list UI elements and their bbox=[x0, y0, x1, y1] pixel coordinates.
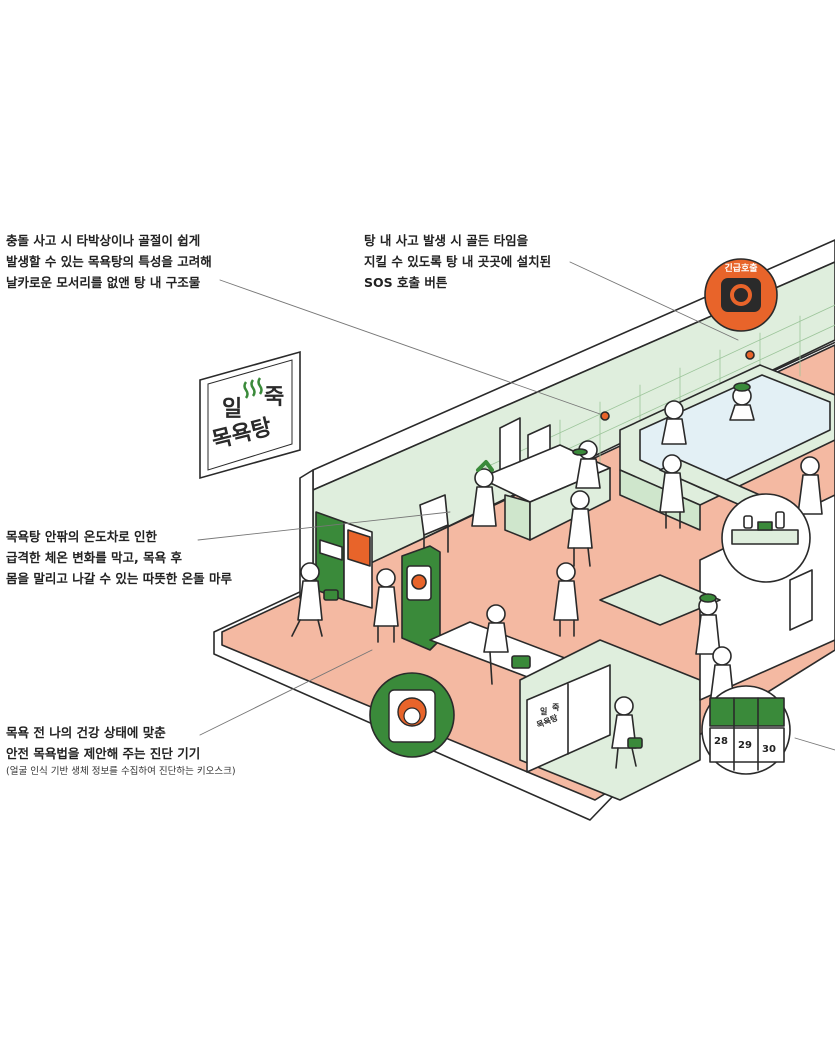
person bbox=[695, 596, 721, 655]
right-room-door bbox=[789, 569, 813, 631]
callout-line: 급격한 체온 변화를 막고, 목욕 후 bbox=[6, 550, 183, 565]
leader-lines bbox=[197, 261, 835, 751]
sos-badge-label: 긴급호출 bbox=[724, 262, 757, 274]
people bbox=[291, 386, 823, 769]
callout-line: 목욕탕 안팎의 온도차로 인한 bbox=[6, 529, 158, 544]
person bbox=[471, 468, 497, 527]
bathhouse-sign: 일 죽 목욕탕 bbox=[199, 350, 301, 480]
person bbox=[659, 454, 685, 529]
callout-subnote: (얼굴 인식 기반 생체 정보를 수집하여 진단하는 키오스크) bbox=[6, 766, 236, 777]
callout-line: 지킬 수 있도록 탕 내 곳곳에 설치된 bbox=[364, 254, 552, 269]
callout-line: 몸을 말리고 나갈 수 있는 따뜻한 온돌 마루 bbox=[6, 571, 232, 586]
callout-health-kiosk: 목욕 전 나의 건강 상태에 맞춘 안전 목욕법을 제안해 주는 진단 기기 (… bbox=[6, 722, 236, 780]
callout-line: 발생할 수 있는 목욕탕의 특성을 고려해 bbox=[6, 254, 212, 269]
callout-line: 목욕 전 나의 건강 상태에 맞춘 bbox=[6, 725, 166, 740]
locker-number: 29 bbox=[738, 740, 752, 751]
steam-icon bbox=[243, 377, 263, 399]
door-sign-top-right: 죽 bbox=[552, 703, 560, 712]
person bbox=[553, 562, 579, 637]
person bbox=[483, 604, 509, 685]
door-sign-top: 일 bbox=[540, 706, 547, 716]
entrance-locker bbox=[319, 539, 343, 561]
callout-line: SOS 호출 버튼 bbox=[364, 275, 448, 290]
callout-line: 날카로운 모서리를 없앤 탕 내 구조물 bbox=[6, 275, 201, 290]
person bbox=[575, 440, 601, 489]
person bbox=[291, 562, 323, 637]
callout-corner-structures: 충돌 사고 시 타박상이나 골절이 쉽게 발생할 수 있는 목욕탕의 특성을 고… bbox=[6, 230, 212, 293]
callout-line: 충돌 사고 시 타박상이나 골절이 쉽게 bbox=[6, 233, 201, 248]
sign-text-top: 일 bbox=[222, 397, 242, 422]
sos-wall-button bbox=[600, 411, 610, 421]
person bbox=[373, 568, 399, 643]
locker-number: 28 bbox=[714, 736, 728, 747]
sos-call-badge: 긴급호출 bbox=[704, 258, 778, 332]
sos-wall-button bbox=[745, 350, 755, 360]
callout-heated-floor: 목욕탕 안팎의 온도차로 인한 급격한 체온 변화를 막고, 목욕 후 몸을 말… bbox=[6, 526, 232, 589]
person bbox=[661, 400, 687, 445]
callout-sos-button: 탕 내 사고 발생 시 골든 타임을 지킬 수 있도록 탕 내 곳곳에 설치된 … bbox=[364, 230, 551, 293]
towels bbox=[323, 382, 751, 749]
kiosk-detail-badge bbox=[369, 672, 455, 758]
callout-line: 탕 내 사고 발생 시 골든 타임을 bbox=[364, 233, 529, 248]
sign-text-top-right: 죽 bbox=[264, 385, 284, 410]
person bbox=[729, 386, 755, 421]
locker-number: 30 bbox=[762, 744, 776, 755]
person bbox=[797, 456, 823, 515]
sink-counter bbox=[599, 574, 721, 626]
person bbox=[567, 490, 593, 567]
pool-water bbox=[639, 374, 831, 491]
callout-line: 안전 목욕법을 제안해 주는 진단 기기 bbox=[6, 746, 201, 761]
entrance-locker bbox=[347, 529, 371, 567]
